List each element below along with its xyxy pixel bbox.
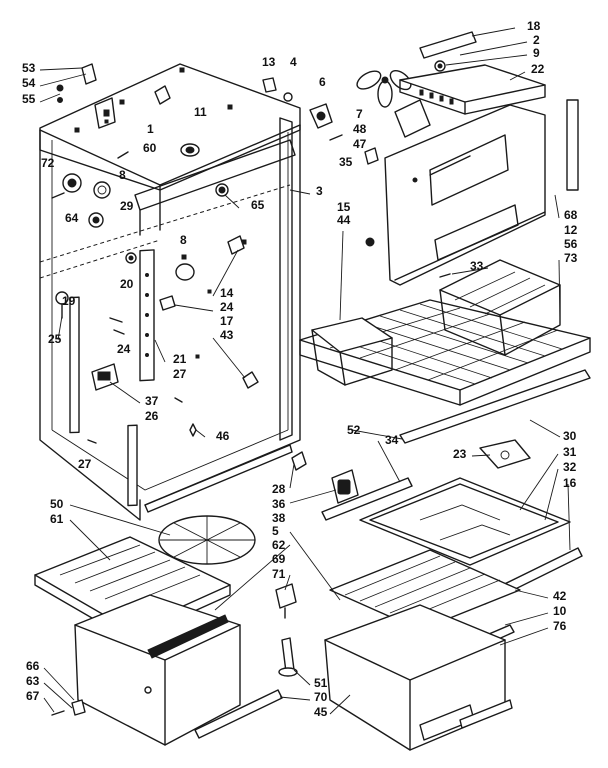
callout-label: 12 (564, 223, 578, 237)
callout-label: 51 (314, 676, 328, 690)
leader-lines (39, 27, 571, 715)
callout-label: 18 (527, 19, 541, 33)
callout-label: 65 (251, 198, 265, 212)
callout-label: 16 (563, 476, 577, 490)
callout-label: 9 (533, 46, 540, 60)
callout-label: 72 (41, 156, 55, 170)
callout-label: 27 (173, 367, 187, 381)
callout-label: 24 (117, 342, 131, 356)
callout-label: 14 (220, 286, 234, 300)
callout-label: 29 (120, 199, 134, 213)
callout-label: 26 (145, 409, 159, 423)
center-control-parts (275, 451, 359, 677)
callout-label: 38 (272, 511, 286, 525)
callout-label: 27 (78, 457, 92, 471)
callout-label: 6 (319, 75, 326, 89)
callout-label: 66 (26, 659, 40, 673)
callout-label: 60 (143, 141, 157, 155)
callout-label: 70 (314, 690, 328, 704)
callout-label: 42 (553, 589, 567, 603)
callout-label: 7 (356, 107, 363, 121)
callout-label: 61 (50, 512, 64, 526)
callout-label: 47 (353, 137, 367, 151)
callout-label: 21 (173, 352, 187, 366)
crisper-drawer-left (34, 515, 283, 746)
callout-label: 45 (314, 705, 328, 719)
callout-label: 3 (316, 184, 323, 198)
callout-label: 25 (48, 332, 62, 346)
callout-label: 28 (272, 482, 286, 496)
callout-label: 24 (220, 300, 234, 314)
callout-label: 37 (145, 394, 159, 408)
callout-label: 30 (563, 429, 577, 443)
cabinet-shell (39, 63, 301, 521)
evaporator-fan-assembly (309, 31, 579, 286)
callout-label: 55 (22, 92, 36, 106)
callout-label: 2 (533, 33, 540, 47)
callout-label: 44 (337, 213, 351, 227)
callout-label: 67 (26, 689, 40, 703)
freezer-wire-shelf (299, 259, 591, 521)
callout-label: 11 (194, 105, 207, 119)
callout-label: 62 (272, 538, 286, 552)
callout-label: 23 (453, 447, 467, 461)
callout-label: 63 (26, 674, 40, 688)
callout-label: 48 (353, 122, 367, 136)
callout-label: 20 (120, 277, 134, 291)
callout-label: 71 (272, 567, 286, 581)
callout-label: 50 (50, 497, 64, 511)
callout-label: 33 (470, 259, 484, 273)
callout-label: 13 (262, 55, 276, 69)
callout-label: 1 (147, 122, 154, 136)
callout-label: 52 (347, 423, 361, 437)
callout-label: 8 (180, 233, 187, 247)
callout-label: 56 (564, 237, 578, 251)
crisper-drawer-right (324, 549, 521, 751)
callout-label: 76 (553, 619, 567, 633)
callout-label: 19 (62, 294, 76, 308)
callout-label: 10 (553, 604, 567, 618)
callout-label: 31 (563, 445, 577, 459)
callout-label: 8 (119, 168, 126, 182)
callout-label: 4 (290, 55, 297, 69)
callout-label: 22 (531, 62, 545, 76)
callout-label: 5 (272, 524, 279, 538)
callout-label: 34 (385, 433, 399, 447)
callout-label: 15 (337, 200, 351, 214)
callout-label: 54 (22, 76, 36, 90)
callout-label: 64 (65, 211, 79, 225)
callout-label: 35 (339, 155, 353, 169)
callout-label: 43 (220, 328, 234, 342)
callout-label: 53 (22, 61, 36, 75)
callout-label: 32 (563, 460, 577, 474)
callout-label: 36 (272, 497, 286, 511)
callout-label: 69 (272, 552, 286, 566)
callout-label: 46 (216, 429, 230, 443)
callout-label: 17 (220, 314, 234, 328)
callout-label: 68 (564, 208, 578, 222)
callout-label: 73 (564, 251, 578, 265)
